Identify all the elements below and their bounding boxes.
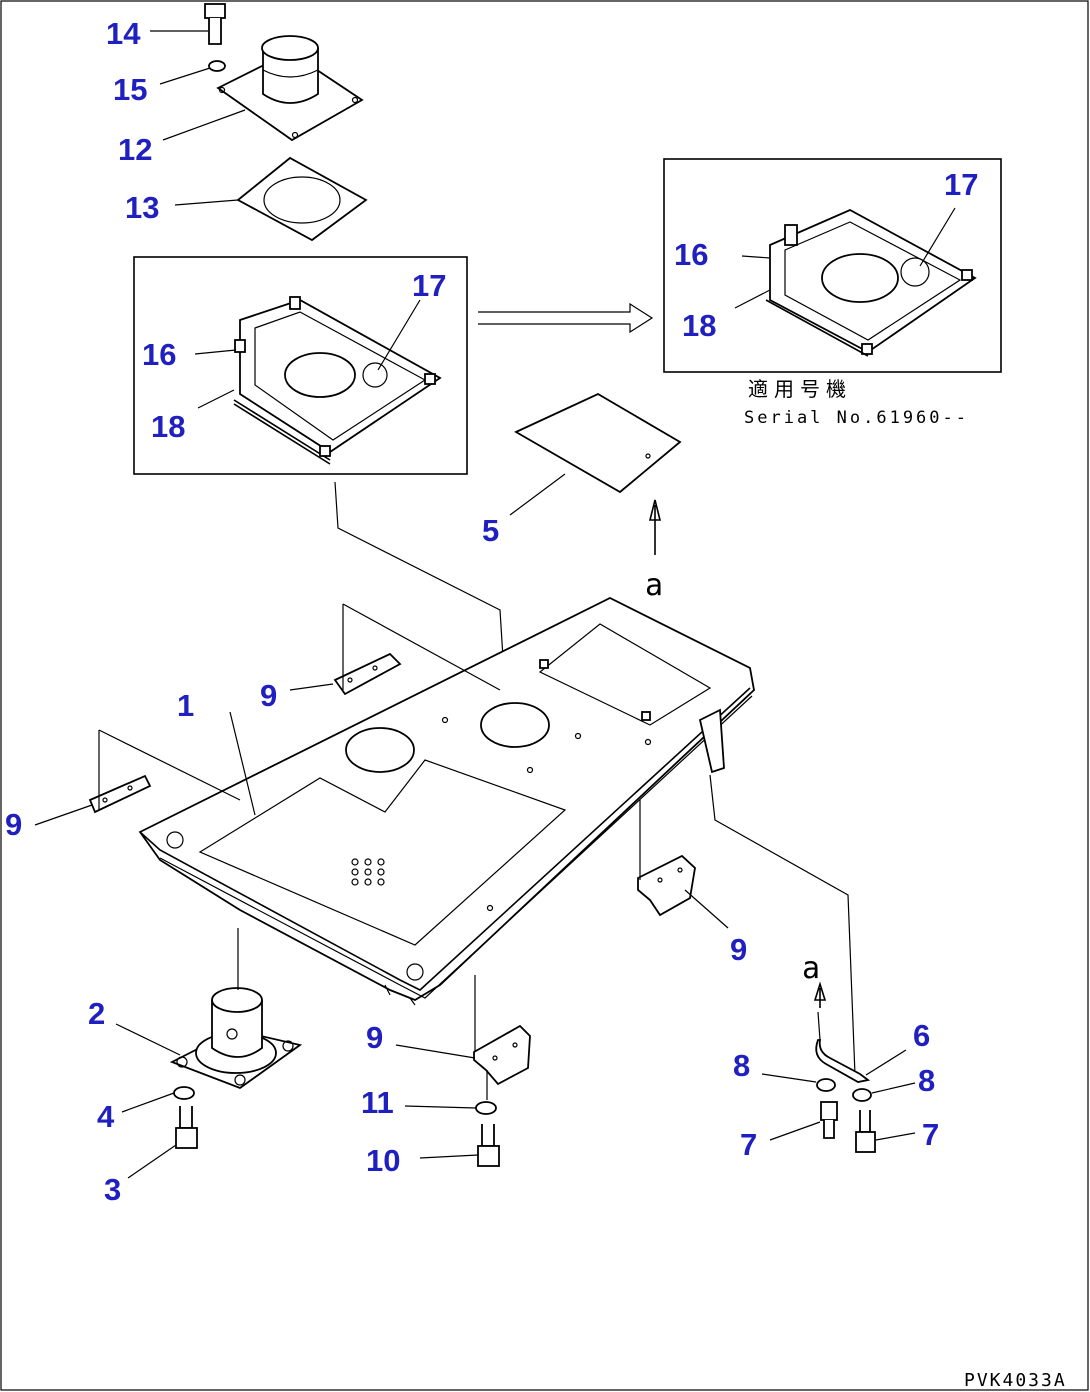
callout-4: 4 <box>97 1099 115 1134</box>
floor-plate-assy-right-icon <box>765 208 977 357</box>
bracket-6-icon <box>815 1011 871 1083</box>
floor-plate-assy-left-icon <box>233 296 442 465</box>
callout-12: 12 <box>118 132 152 167</box>
bracket-9-upper-icon <box>333 652 402 696</box>
rubber-mount-2-icon <box>169 987 303 1090</box>
view-arrow-lower-icon <box>813 981 827 1008</box>
callout-8-right: 8 <box>918 1063 935 1098</box>
callout-2: 2 <box>88 996 105 1031</box>
bracket-9-lower-icon <box>473 1024 531 1086</box>
replacement-arrow-icon <box>478 302 654 334</box>
callout-3: 3 <box>104 1172 121 1207</box>
bolt-10-icon <box>477 1124 500 1167</box>
callout-11: 11 <box>361 1085 394 1120</box>
callout-17-right: 17 <box>944 167 978 202</box>
callout-15: 15 <box>113 72 147 107</box>
callout-17-left: 17 <box>412 268 446 303</box>
callout-16-right: 16 <box>674 237 708 272</box>
applicability-label: 適用号機 <box>748 377 852 401</box>
cover-plate-5-icon <box>514 392 682 494</box>
callout-9-left: 9 <box>5 807 22 842</box>
bolt-7-left-icon <box>820 1101 838 1139</box>
callout-10: 10 <box>366 1143 400 1178</box>
callout-13: 13 <box>125 190 159 225</box>
inset-box-left <box>133 256 468 475</box>
callout-9-upper: 9 <box>260 678 277 713</box>
bolt-7-right-icon <box>855 1110 876 1153</box>
drawing-code: PVK4033A <box>964 1370 1067 1391</box>
washer-8-left-icon <box>816 1078 836 1092</box>
view-mark-lower: a <box>802 951 820 986</box>
serial-number: Serial No.61960-- <box>744 408 969 428</box>
bolt-14-icon <box>204 3 226 45</box>
washer-4-icon <box>173 1086 195 1100</box>
callout-8-left: 8 <box>733 1048 750 1083</box>
washer-8-right-icon <box>852 1088 872 1102</box>
bolt-3-icon <box>175 1106 198 1149</box>
gasket-13-icon <box>236 156 368 242</box>
leader-lines <box>34 30 916 1179</box>
callout-14: 14 <box>106 16 141 51</box>
callout-16-left: 16 <box>142 337 176 372</box>
callout-7-right: 7 <box>922 1117 939 1152</box>
floor-frame-1-icon <box>138 596 755 1006</box>
callout-18-left: 18 <box>151 409 185 444</box>
callout-7-left: 7 <box>740 1127 757 1162</box>
washer-11-icon <box>475 1101 497 1115</box>
inset-box-right <box>663 158 1002 373</box>
callout-18-right: 18 <box>682 308 716 343</box>
callout-9-lower: 9 <box>366 1020 383 1055</box>
callout-6: 6 <box>913 1018 930 1053</box>
view-arrow-upper-icon <box>648 499 662 555</box>
bracket-9-right-icon <box>637 854 696 917</box>
top-cover-12-icon <box>216 35 364 142</box>
callout-9-right: 9 <box>730 932 747 967</box>
view-mark-upper: a <box>645 568 663 603</box>
callout-1: 1 <box>177 688 194 723</box>
washer-15-icon <box>208 60 226 72</box>
bracket-9-left-icon <box>88 774 152 814</box>
callout-5: 5 <box>482 513 499 548</box>
